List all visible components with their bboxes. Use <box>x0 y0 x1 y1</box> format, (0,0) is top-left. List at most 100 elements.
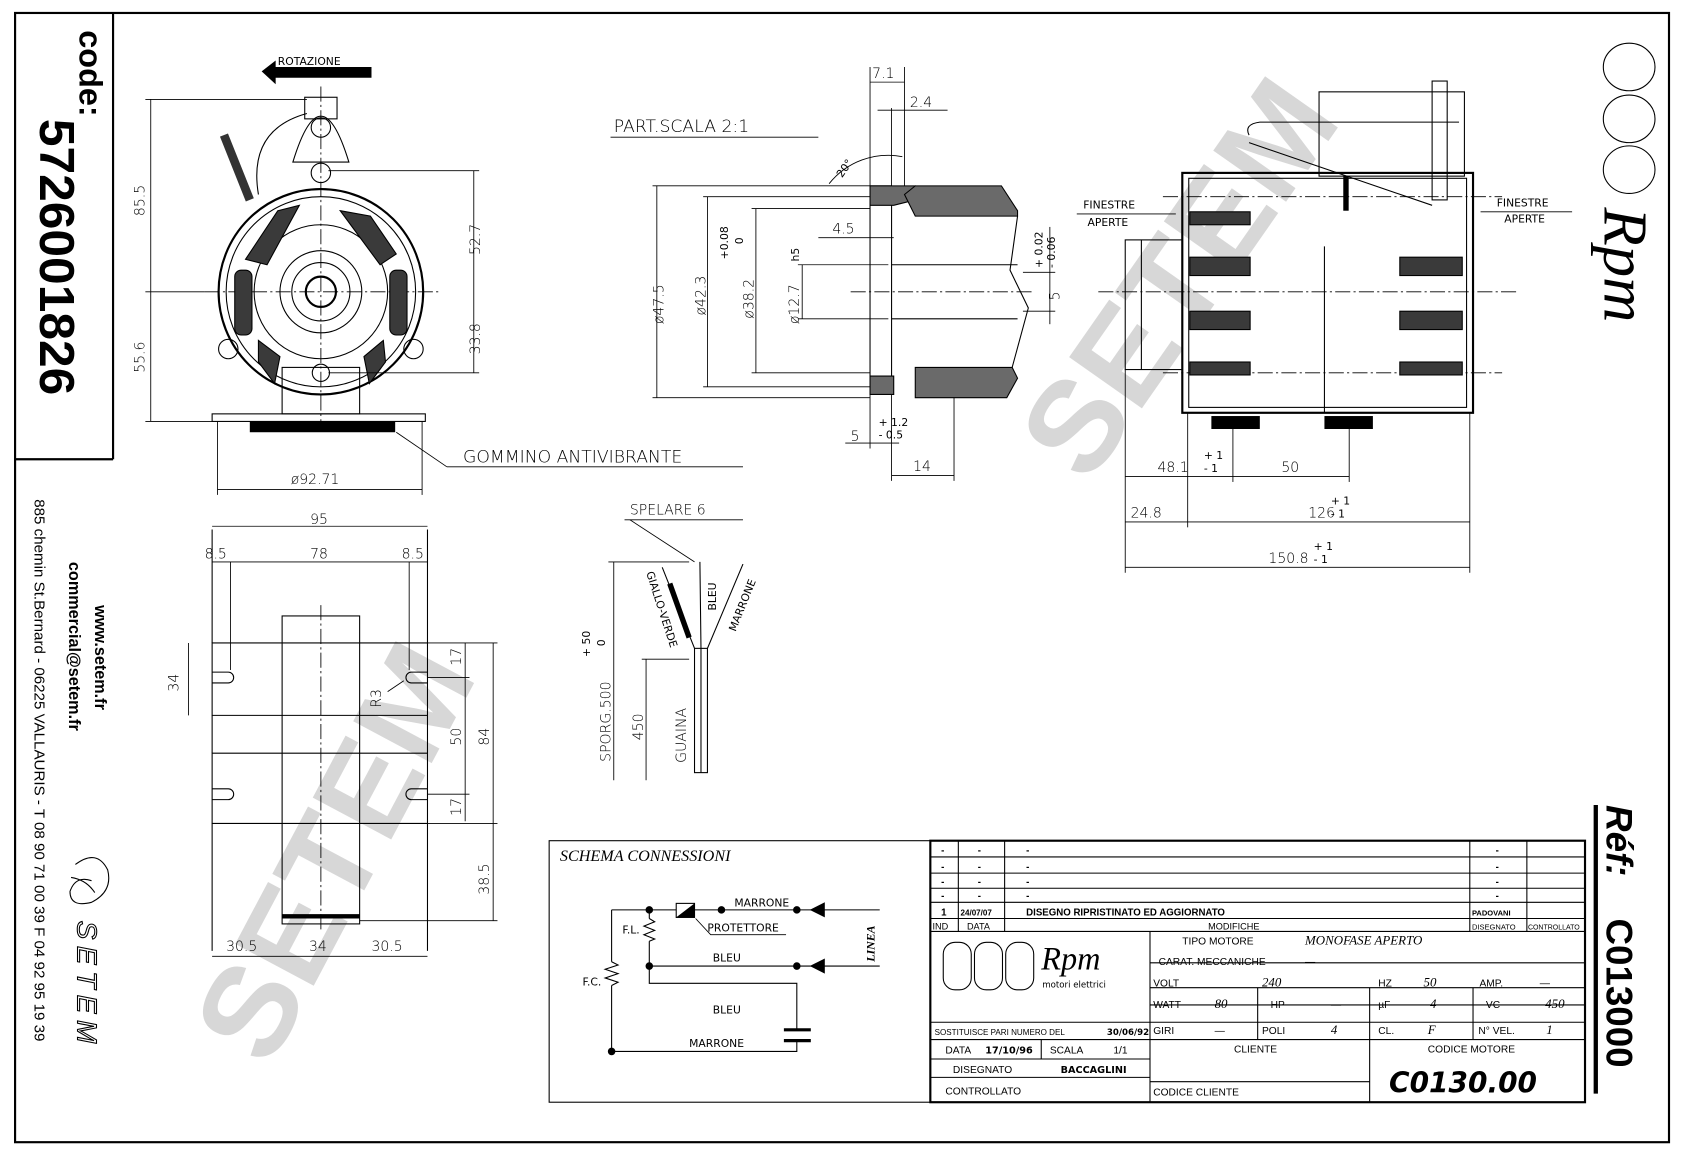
wire-yellow-green: GIALLO-VERDE <box>643 570 680 650</box>
cliente-label: CLIENTE <box>1234 1044 1277 1055</box>
cl-label: CL. <box>1378 1026 1394 1037</box>
address: 885 chemin St.Bernard - 06225 VALLAURIS … <box>30 499 47 1041</box>
dim-34-plate: 34 <box>167 674 183 692</box>
rpm-coils-icon <box>942 941 1035 991</box>
dim-48-1: 48.1 <box>1158 460 1189 476</box>
revision-rows: - - - - - - - - - - - - - - - - 1 24/07/… <box>941 846 1511 919</box>
hz-label: HZ <box>1378 979 1392 990</box>
title-block-logo: Rpm motori elettrici <box>942 940 1106 991</box>
dim-150-8-tol-minus: - 1 <box>1314 553 1328 566</box>
dim-d12-7-fit: h5 <box>789 248 802 262</box>
rpm-logo-icon <box>1602 42 1656 194</box>
sheet-border <box>13 11 1671 1144</box>
dim-5: 5 <box>851 429 860 445</box>
wiring-schema: SCHEMA CONNESSIONI MARRONE PROTETTORE F.… <box>548 840 931 1103</box>
nvel-label: N° VEL. <box>1478 1026 1514 1037</box>
dim-flat-tol-plus: + 0.02 <box>1032 232 1045 268</box>
disegnato-value: BACCAGLINI <box>1061 1065 1127 1076</box>
ref-value: C013000 <box>1599 919 1640 1068</box>
website: www.setem.fr <box>91 604 109 710</box>
volt-label: VOLT <box>1153 979 1180 990</box>
schema-bleu-2: BLEU <box>713 1004 741 1017</box>
carat-value: — <box>1305 957 1316 968</box>
dim-8-5-left: 8.5 <box>205 547 227 563</box>
carat-label: CARAT. MECCANICHE <box>1159 957 1266 968</box>
dim-17-bottom: 17 <box>449 798 465 816</box>
rev-ind: 1 <box>941 907 947 918</box>
vc-value: 450 <box>1545 996 1565 1011</box>
dim-50-slots: 50 <box>449 728 465 746</box>
data-label: DATA <box>945 1046 971 1057</box>
scala-value: 1/1 <box>1113 1046 1128 1057</box>
dim-84: 84 <box>477 728 493 746</box>
scala-label: SCALA <box>1050 1046 1084 1057</box>
dim-2-4: 2.4 <box>910 95 932 111</box>
title-block: - - - - - - - - - - - - - - - - 1 24/07/… <box>929 839 1587 1104</box>
dim-14: 14 <box>913 459 931 475</box>
rev-ind: - <box>941 877 944 888</box>
dim-50: 50 <box>1281 460 1299 476</box>
dim-5-tol-minus: - 0.5 <box>879 429 903 442</box>
amp-label: AMP. <box>1479 979 1503 990</box>
sostituisce-label: SOSTITUISCE PARI NUMERO DEL <box>935 1028 1066 1037</box>
vc-label: VC <box>1486 1000 1500 1011</box>
detail-view: PART.SCALA 2:1 ø47.5 ø42.3 +0.08 0 ø38.2… <box>610 66 1064 481</box>
header-modifiche: MODIFICHE <box>1208 921 1259 931</box>
tipo-motore-value: MONOFASE APERTO <box>1304 932 1423 947</box>
giri-value: — <box>1215 1026 1226 1037</box>
front-view: ROTAZIONE 85.5 <box>132 55 743 495</box>
poli-value: 4 <box>1331 1022 1338 1037</box>
code-number: 5726001826 <box>29 119 85 395</box>
sostituisce-value: 30/06/92 <box>1107 1028 1149 1038</box>
rpm-brand: Rpm <box>1590 206 1660 322</box>
window-label-right-1: FINESTRE <box>1497 196 1549 209</box>
dim-30-5-left: 30.5 <box>226 939 257 955</box>
schema-marrone-bottom: MARRONE <box>689 1037 744 1050</box>
poli-label: POLI <box>1262 1026 1285 1037</box>
schema-title: SCHEMA CONNESSIONI <box>560 848 732 865</box>
dim-48-1-tol-minus: - 1 <box>1204 462 1218 475</box>
dim-d12-7: ø12.7 <box>787 284 803 324</box>
dim-85-5: 85.5 <box>132 185 148 216</box>
setem-brand: SETEM <box>72 921 103 1050</box>
setem-logo-icon <box>69 857 110 905</box>
dim-17-top: 17 <box>449 648 465 666</box>
rev-disegnato: - <box>1496 877 1499 888</box>
nvel-value: 1 <box>1546 1022 1552 1037</box>
dim-34-bottom: 34 <box>309 939 327 955</box>
window-label-right-2: APERTE <box>1504 213 1545 226</box>
rev-data: - <box>978 877 981 888</box>
rev-modifica: - <box>1026 877 1029 888</box>
cable-length-tol-minus: 0 <box>595 639 608 646</box>
dim-24-8: 24.8 <box>1131 506 1162 522</box>
uf-label: µF <box>1378 1000 1390 1011</box>
rev-data: - <box>978 891 981 902</box>
side-view: FINESTRE APERTE FINESTRE APERTE 48.1 + 1… <box>1076 80 1573 573</box>
disegnato-label: DISEGNATO <box>953 1065 1012 1076</box>
schema-marrone-top: MARRONE <box>734 897 789 910</box>
giri-label: GIRI <box>1153 1026 1174 1037</box>
rev-data: 24/07/07 <box>960 908 992 917</box>
bracket-view: 95 8.5 78 8.5 34 17 50 17 84 38.5 R3 30.… <box>167 512 498 957</box>
rev-modifica: - <box>1026 846 1029 857</box>
header-data: DATA <box>967 921 991 931</box>
dim-flat-tol-minus: - 0.06 <box>1045 237 1058 268</box>
hz-value: 50 <box>1423 975 1436 990</box>
cl-value: F <box>1427 1022 1437 1037</box>
dim-95: 95 <box>310 512 328 528</box>
schema-bleu-1: BLEU <box>713 952 741 965</box>
hp-value: — <box>1331 1000 1342 1011</box>
dim-r3: R3 <box>369 689 385 708</box>
rev-data: - <box>978 846 981 857</box>
wire-blue: BLEU <box>706 582 719 610</box>
ref-label: Réf: <box>1599 805 1640 876</box>
dim-diameter-92-71: ø92.71 <box>291 472 340 488</box>
cable-length-tol-plus: + 50 <box>580 631 593 657</box>
schema-fl: F.L. <box>622 924 639 937</box>
amp-value: — <box>1540 979 1551 990</box>
rev-disegnato: - <box>1496 891 1499 902</box>
dim-30-5-right: 30.5 <box>371 939 402 955</box>
dim-126-tol-plus: + 1 <box>1331 495 1350 508</box>
left-sidebar: code: 5726001826 www.setem.fr commercial… <box>15 12 115 1050</box>
dim-5-tol-plus: + 1.2 <box>879 416 909 429</box>
